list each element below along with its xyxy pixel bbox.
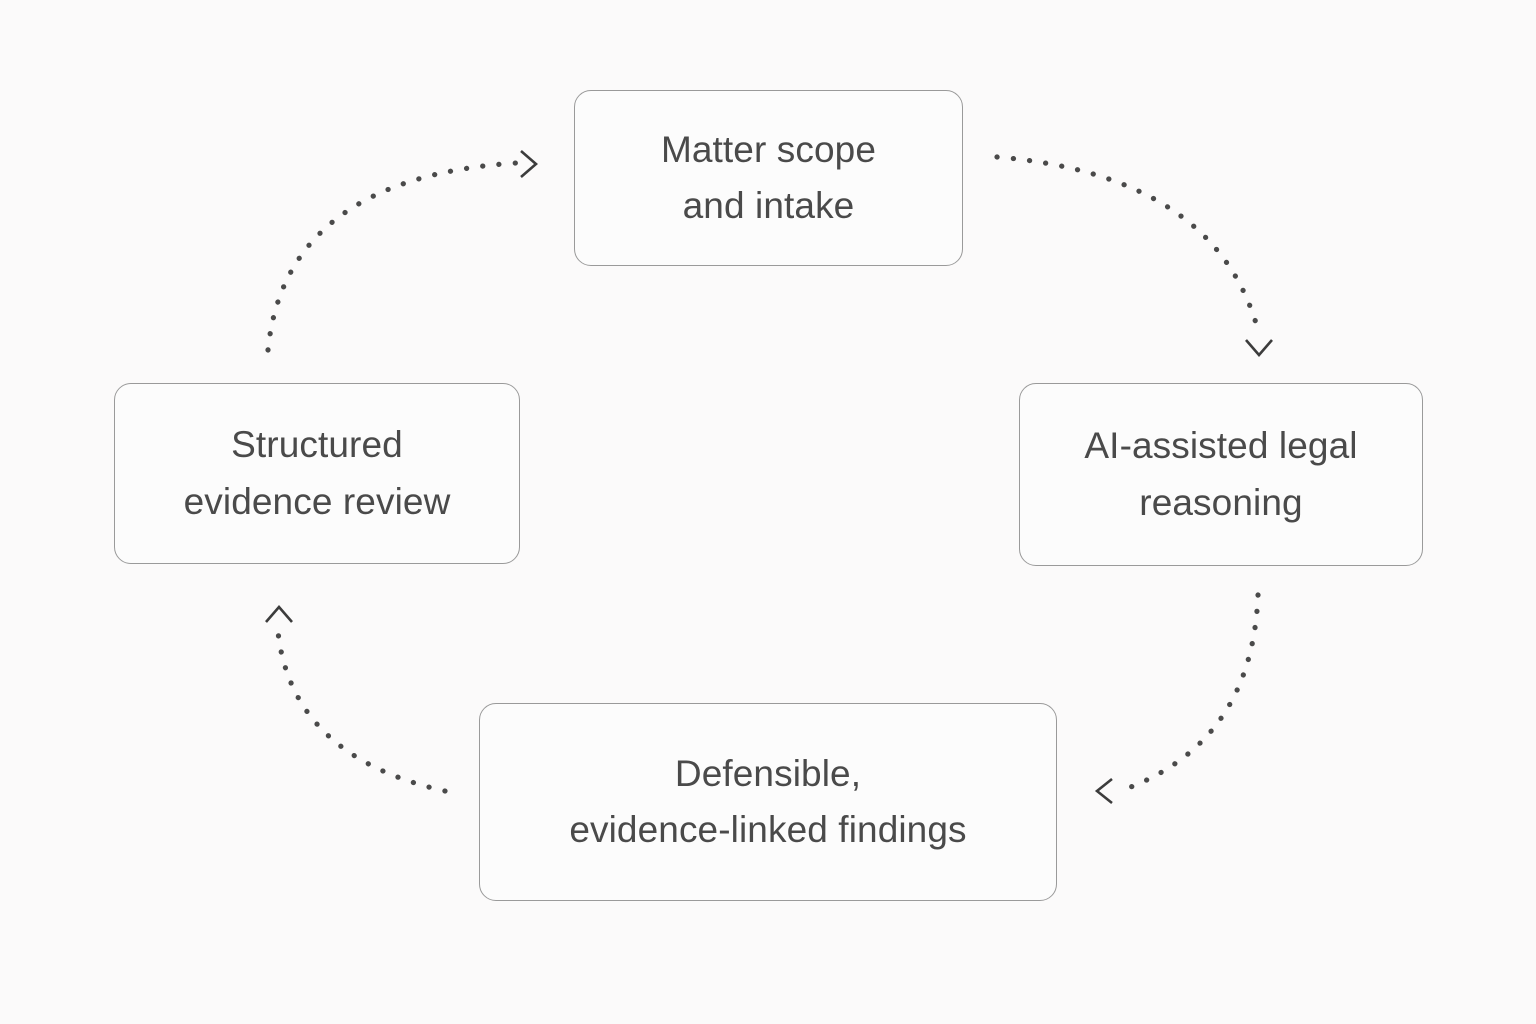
connector-right-to-bottom <box>1117 592 1261 794</box>
arrowhead-chevron-up-icon <box>265 605 293 623</box>
node-label: AI-assisted legal reasoning <box>1084 425 1358 523</box>
connector-left-to-top <box>265 160 519 353</box>
node-ai-assisted-legal-reasoning[interactable]: AI-assisted legal reasoning <box>1019 383 1423 566</box>
node-defensible-evidence-linked-findings[interactable]: Defensible, evidence-linked findings <box>479 703 1057 901</box>
arrowhead-chevron-down-icon <box>1245 339 1273 357</box>
node-label: Matter scope and intake <box>660 128 877 226</box>
node-label: Structured evidence review <box>183 424 451 522</box>
arrowhead-chevron-left-icon <box>1094 777 1113 805</box>
node-structured-evidence-review[interactable]: Structured evidence review <box>114 383 520 564</box>
arrowhead-chevron-right-icon <box>520 150 538 178</box>
connector-bottom-to-left <box>275 629 448 794</box>
node-label: Defensible, evidence-linked findings <box>569 752 967 850</box>
connector-top-to-right <box>994 154 1261 333</box>
node-matter-scope-and-intake[interactable]: Matter scope and intake <box>574 90 963 266</box>
